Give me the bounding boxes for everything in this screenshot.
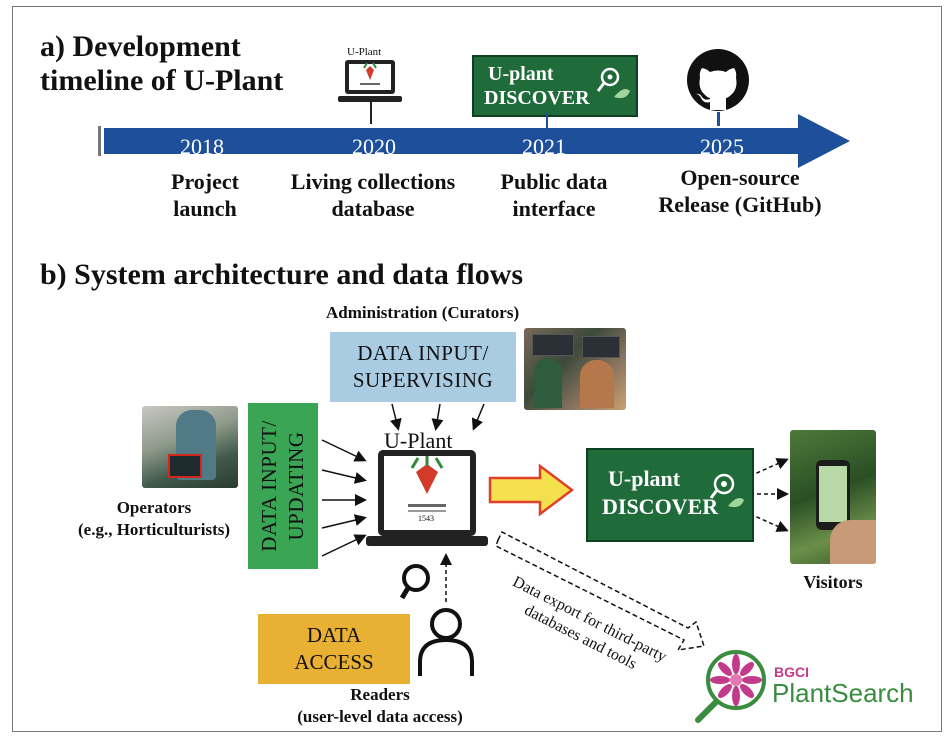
event-2018-line1: Project: [171, 169, 239, 194]
section-b-title: b) System architecture and data flows: [40, 258, 524, 291]
person-shape: [534, 358, 562, 408]
section-a-title-line1: a) Development: [40, 30, 241, 63]
event-2018-label: Project launch: [150, 168, 260, 222]
tablet-shape: [168, 454, 202, 478]
operator-photo: [142, 406, 238, 488]
monitor-shape: [532, 334, 574, 356]
discover-connector: [546, 113, 548, 133]
readers-label: Readers (user-level data access): [250, 684, 510, 728]
figure-border: [12, 6, 942, 732]
operators-line2: (e.g., Horticulturists): [77, 520, 231, 539]
event-2021-line2: interface: [512, 196, 596, 221]
event-2025-line1: Open-source: [680, 165, 800, 190]
laptop-icon-main: [366, 450, 488, 546]
hand-shape: [830, 520, 876, 564]
github-icon: [687, 49, 749, 126]
event-2020-line1: Living collections: [290, 169, 456, 194]
event-2025-line2: Release (GitHub): [658, 192, 822, 217]
year-2018: 2018: [180, 134, 224, 159]
event-2020-line2: database: [331, 196, 415, 221]
core-label: U-Plant: [384, 428, 453, 453]
operators-line1: Operators: [116, 498, 192, 517]
year-2025: 2025: [700, 134, 744, 159]
data-input-supervising-box: DATA INPUT/ SUPERVISING: [330, 332, 516, 402]
magnifier-leaf-icon: [596, 67, 630, 99]
section-a-title: a) Development timeline of U-Plant: [40, 30, 283, 98]
event-2021-label: Public data interface: [484, 168, 624, 222]
readers-line2: (user-level data access): [297, 707, 463, 726]
visitor-photo: [790, 430, 876, 564]
visitors-label: Visitors: [803, 572, 863, 592]
monitor-shape-2: [582, 336, 620, 358]
readers-line1: Readers: [350, 685, 410, 704]
operators-label: Operators (e.g., Horticulturists): [56, 497, 252, 541]
bgci-plantsearch-label: PlantSearch: [772, 678, 914, 709]
access-box-line1: DATA: [306, 623, 362, 647]
magnifier-leaf-icon-main: [709, 473, 744, 508]
person-icon: [420, 620, 476, 680]
reader-icons: [400, 564, 474, 676]
data-access-box: DATA ACCESS: [258, 614, 410, 684]
laptop-year: 1543: [418, 514, 434, 523]
section-a-title-line2: timeline of U-Plant: [40, 64, 284, 97]
phone-screen: [819, 466, 847, 522]
laptop-icon-small: [338, 60, 402, 124]
person-shape-2: [580, 360, 614, 408]
admin-box-line2: SUPERVISING: [352, 368, 494, 392]
year-2020: 2020: [352, 134, 396, 159]
discover-badge-small: U-plant DISCOVER: [472, 55, 638, 117]
admin-box-line1: DATA INPUT/: [357, 341, 489, 365]
discover-small-line1: U-plant: [488, 63, 554, 85]
event-2018-line2: launch: [173, 196, 237, 221]
bgci-large-text: PlantSearch: [772, 678, 914, 708]
event-2025-label: Open-source Release (GitHub): [640, 164, 840, 218]
magnifier-icon: [395, 562, 435, 602]
curators-photo: [524, 328, 626, 410]
event-2020-label: Living collections database: [268, 168, 478, 222]
bgci-small-label: BGCI: [774, 664, 809, 680]
data-input-updating-box: DATA INPUT/ UPDATING: [248, 403, 318, 569]
discover-main-line1: U-plant: [608, 466, 681, 491]
discover-small-line2: DISCOVER: [484, 87, 590, 109]
admin-label: Administration (Curators): [326, 303, 520, 322]
laptop-caption-small: U-Plant: [347, 46, 382, 58]
bgci-flower-icon: [695, 650, 766, 723]
discover-main-line2: DISCOVER: [602, 494, 719, 519]
year-2021: 2021: [522, 134, 566, 159]
access-box-line2: ACCESS: [294, 650, 374, 674]
discover-badge-main: U-plant DISCOVER: [586, 448, 754, 542]
event-2021-line1: Public data: [500, 169, 608, 194]
timeline-arrow: [98, 114, 850, 168]
